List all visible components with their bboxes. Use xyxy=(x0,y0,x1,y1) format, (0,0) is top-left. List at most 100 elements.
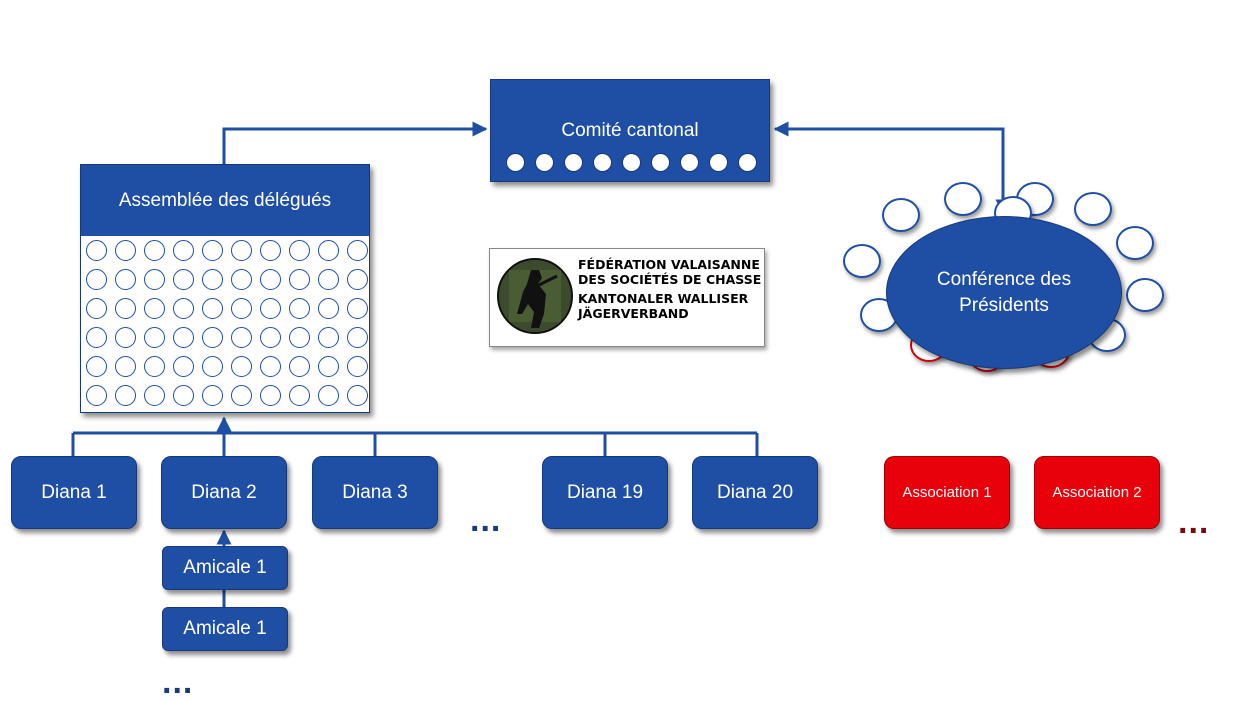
committee-label: Comité cantonal xyxy=(561,120,699,141)
member-dot xyxy=(680,153,699,172)
member-dot xyxy=(738,153,757,172)
association-box: Association 2 xyxy=(1034,456,1160,529)
delegate-circle xyxy=(115,269,136,290)
delegate-circle xyxy=(347,240,368,261)
member-dot xyxy=(535,153,554,172)
delegate-circle xyxy=(202,298,223,319)
delegate-circle xyxy=(115,240,136,261)
amicale-box: Amicale 1 xyxy=(162,607,288,651)
delegate-circle xyxy=(231,298,252,319)
delegate-circle xyxy=(86,269,107,290)
delegate-circle xyxy=(318,327,339,348)
committee-box: Comité cantonal xyxy=(490,79,770,182)
dianas-ellipsis: ... xyxy=(470,501,502,539)
delegate-circle xyxy=(144,298,165,319)
federation-logo: FÉDÉRATION VALAISANNE DES SOCIÉTÉS DE CH… xyxy=(489,248,765,347)
president-ring xyxy=(1126,278,1164,312)
diana-box: Diana 2 xyxy=(161,456,287,529)
delegate-circle xyxy=(173,298,194,319)
assembly-box: Assemblée des délégués xyxy=(80,164,370,413)
delegate-circle xyxy=(231,327,252,348)
delegate-circle xyxy=(86,356,107,377)
delegate-circle xyxy=(144,385,165,406)
assembly-to-committee-arrow xyxy=(222,121,488,164)
delegate-circle xyxy=(318,385,339,406)
diana-box: Diana 3 xyxy=(312,456,438,529)
delegate-circle xyxy=(289,327,310,348)
delegate-circle xyxy=(347,385,368,406)
diana-box: Diana 19 xyxy=(542,456,668,529)
delegate-circle xyxy=(289,385,310,406)
diana-box: Diana 1 xyxy=(11,456,137,529)
delegate-circle xyxy=(289,240,310,261)
member-dot xyxy=(651,153,670,172)
delegate-circle xyxy=(173,385,194,406)
president-ring xyxy=(882,198,920,232)
delegate-circle xyxy=(115,298,136,319)
delegate-circle xyxy=(86,240,107,261)
delegate-circle xyxy=(260,298,281,319)
delegate-circle xyxy=(144,356,165,377)
delegate-circle xyxy=(260,327,281,348)
member-dot xyxy=(564,153,583,172)
amicale-box: Amicale 1 xyxy=(162,546,288,590)
delegate-circle xyxy=(86,327,107,348)
delegate-circle xyxy=(173,356,194,377)
delegate-circle xyxy=(260,240,281,261)
delegate-circle xyxy=(202,269,223,290)
delegate-circle xyxy=(318,298,339,319)
delegate-circle xyxy=(202,385,223,406)
delegate-circle xyxy=(86,385,107,406)
delegate-circle xyxy=(115,327,136,348)
delegate-circle xyxy=(347,327,368,348)
member-dot xyxy=(506,153,525,172)
delegate-circle xyxy=(173,240,194,261)
delegate-circle xyxy=(260,269,281,290)
delegate-circle xyxy=(231,356,252,377)
delegate-circle xyxy=(231,240,252,261)
delegate-circle xyxy=(115,385,136,406)
committee-conference-arrow xyxy=(773,121,1011,215)
member-dot xyxy=(593,153,612,172)
delegate-circle xyxy=(144,240,165,261)
conference-label: Conférence des Présidents xyxy=(936,268,1072,316)
delegate-circle xyxy=(86,298,107,319)
delegate-circle xyxy=(289,298,310,319)
president-ring xyxy=(843,244,881,278)
delegate-circle xyxy=(347,298,368,319)
delegate-circle xyxy=(115,356,136,377)
delegate-circle xyxy=(318,240,339,261)
president-ring xyxy=(1074,192,1112,226)
delegate-circle xyxy=(173,269,194,290)
delegate-circle xyxy=(202,240,223,261)
delegate-circle xyxy=(173,327,194,348)
delegate-circle xyxy=(144,327,165,348)
delegate-circle xyxy=(202,327,223,348)
association-box: Association 1 xyxy=(884,456,1010,529)
logo-text: FÉDÉRATION VALAISANNE DES SOCIÉTÉS DE CH… xyxy=(578,257,762,321)
member-dot xyxy=(622,153,641,172)
president-ring xyxy=(1116,226,1154,260)
assembly-label: Assemblée des délégués xyxy=(118,189,332,211)
diana-box: Diana 20 xyxy=(692,456,818,529)
delegate-circle xyxy=(318,356,339,377)
associations-ellipsis: ... xyxy=(1178,503,1210,541)
delegate-circle xyxy=(347,356,368,377)
delegate-circle xyxy=(289,269,310,290)
conference-ellipse: Conférence des Présidents xyxy=(886,216,1122,369)
president-ring xyxy=(944,182,982,216)
delegate-circle xyxy=(260,385,281,406)
hunter-emblem-icon xyxy=(497,258,573,334)
assembly-header: Assemblée des délégués xyxy=(81,165,369,236)
delegate-circle xyxy=(231,385,252,406)
delegate-circle xyxy=(260,356,281,377)
delegate-circle xyxy=(144,269,165,290)
delegate-circle xyxy=(347,269,368,290)
delegate-circle xyxy=(202,356,223,377)
member-dot xyxy=(709,153,728,172)
delegate-circle xyxy=(289,356,310,377)
delegate-circle xyxy=(231,269,252,290)
amicales-ellipsis: ... xyxy=(162,663,194,701)
delegate-circle xyxy=(318,269,339,290)
